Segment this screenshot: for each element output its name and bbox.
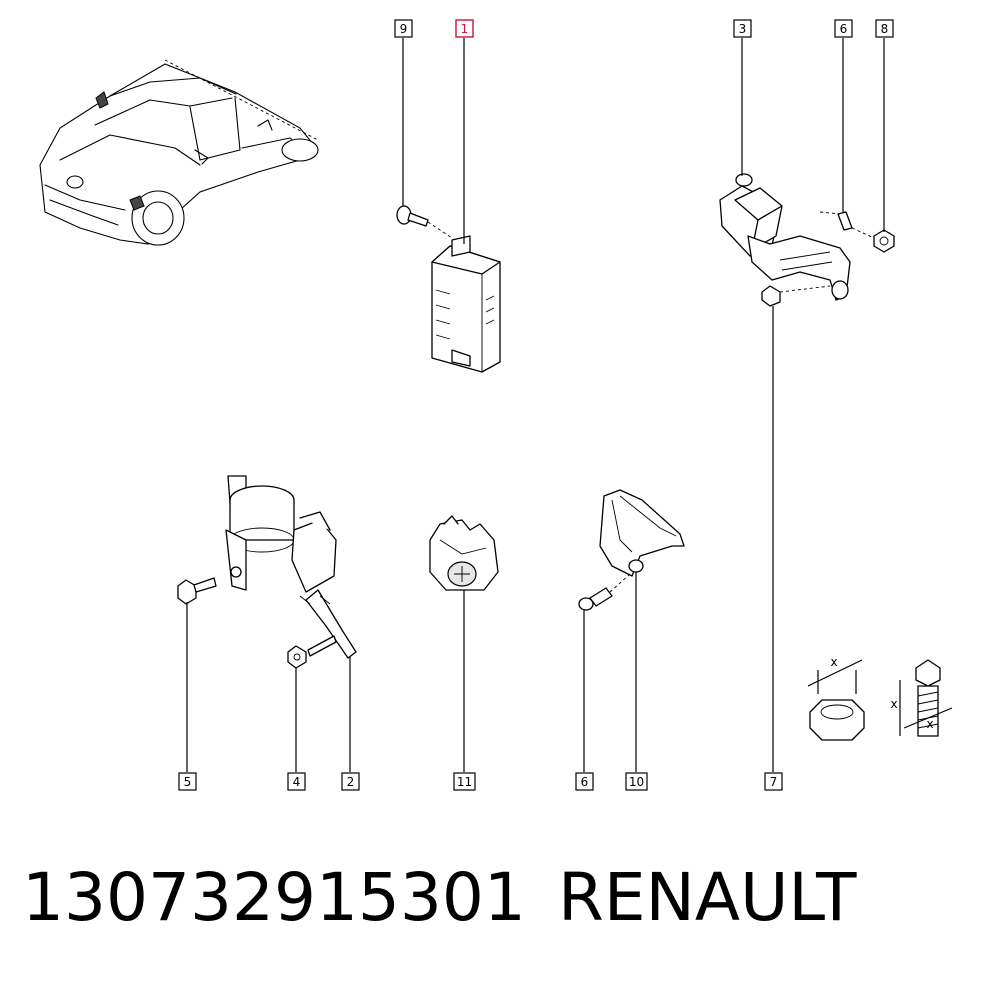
callout-6-bottom[interactable]: 6	[575, 772, 594, 791]
torque-mark-nut: x	[830, 655, 837, 669]
callout-6-top-label: 6	[840, 22, 848, 36]
part-1-control-module	[431, 235, 501, 373]
callout-9[interactable]: 9	[394, 19, 413, 38]
callout-6-bottom-label: 6	[581, 775, 589, 789]
callout-8[interactable]: 8	[875, 19, 894, 38]
part-6-ball-pin	[578, 573, 631, 611]
part-2-sensor-bracket	[225, 475, 357, 659]
callout-4-label: 4	[293, 775, 301, 789]
callout-10-label: 10	[629, 775, 644, 789]
callout-4[interactable]: 4	[287, 772, 306, 791]
callout-5-label: 5	[184, 775, 192, 789]
callout-2-label: 2	[347, 775, 355, 789]
torque-bolt-icon: x x	[890, 659, 953, 737]
callout-8-label: 8	[881, 22, 889, 36]
callout-3[interactable]: 3	[733, 19, 752, 38]
part-11-holder	[429, 515, 499, 591]
torque-mark-bolt-length: x	[890, 697, 897, 711]
part-number: 130732915301	[22, 859, 526, 936]
torque-nut-icon: x	[807, 655, 865, 741]
callout-11-label: 11	[457, 775, 472, 789]
leader-lines	[186, 38, 885, 772]
callout-2[interactable]: 2	[341, 772, 360, 791]
callout-7[interactable]: 7	[764, 772, 783, 791]
callout-6-top[interactable]: 6	[834, 19, 853, 38]
callout-11[interactable]: 11	[453, 772, 476, 791]
callout-7-label: 7	[770, 775, 778, 789]
part-9-screw	[396, 205, 453, 239]
callout-5[interactable]: 5	[178, 772, 197, 791]
callout-3-label: 3	[739, 22, 747, 36]
callout-9-label: 9	[400, 22, 408, 36]
torque-legend: x x x	[807, 655, 953, 741]
brand-name: RENAULT	[558, 859, 857, 936]
part-8-nut	[851, 227, 895, 253]
callout-1-label: 1	[461, 22, 469, 36]
part-10-bracket	[599, 489, 685, 577]
part-3-height-sensor	[719, 173, 851, 301]
callout-1[interactable]: 1	[455, 19, 474, 38]
part-6-bolt-top	[819, 211, 853, 231]
part-4-nut	[287, 635, 337, 669]
part-5-bolt	[177, 577, 217, 605]
part-7-clip	[761, 285, 831, 307]
torque-mark-bolt-diameter: x	[926, 717, 933, 731]
callout-10[interactable]: 10	[625, 772, 648, 791]
car-illustration	[39, 59, 319, 246]
